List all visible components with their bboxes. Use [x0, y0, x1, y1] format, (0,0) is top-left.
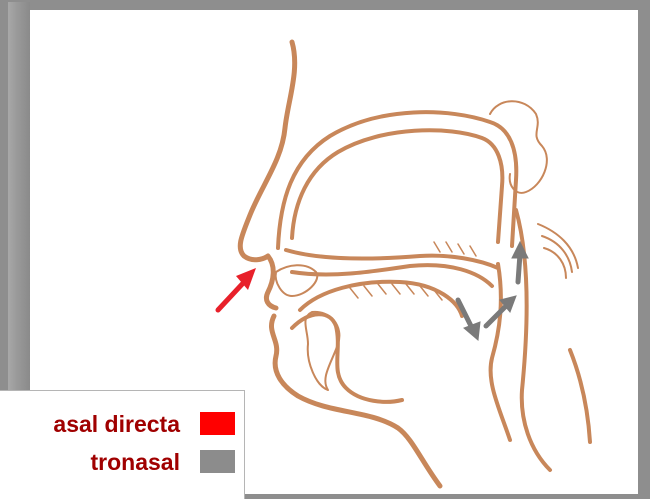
vertebra-hatch	[538, 224, 578, 278]
skull-inner-outline	[292, 130, 502, 242]
brain-lobe-outline	[490, 101, 547, 193]
legend-item-direct-nasal: asal directa	[0, 409, 244, 439]
legend-box: asal directa tronasal	[0, 390, 245, 499]
upper-jaw-bone	[276, 265, 318, 296]
direct-nasal-arrow	[218, 268, 256, 310]
pharynx-wall-inner	[491, 264, 510, 440]
face-profile-outline	[240, 42, 294, 308]
legend-item-retronasal: tronasal	[0, 447, 244, 477]
legend-label-retronasal: tronasal	[91, 447, 180, 477]
chin-outline	[271, 316, 440, 486]
legend-label-direct-nasal: asal directa	[53, 409, 180, 439]
legend-swatch-direct-nasal	[200, 412, 235, 435]
legend-swatch-retronasal	[200, 450, 235, 473]
retronasal-arrows	[458, 242, 528, 340]
spine-curve	[570, 350, 590, 442]
nasal-cavity-floor	[286, 250, 498, 268]
